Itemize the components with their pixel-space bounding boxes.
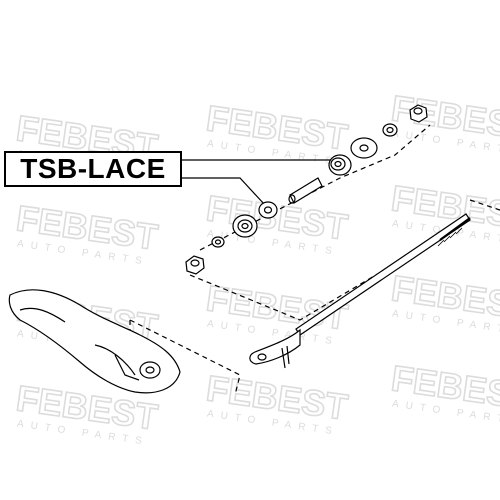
washer-part [258, 201, 278, 219]
bushing-lower [232, 214, 258, 238]
bushing-part [328, 154, 352, 176]
lower-arm-bracket [8, 289, 181, 394]
washer-small-lower [211, 236, 225, 248]
leader-line-washer [182, 177, 266, 206]
dashed-assembly-line [189, 224, 461, 321]
nut-lower [185, 255, 205, 275]
washer-large-top [350, 137, 378, 159]
parts-layer [8, 104, 500, 396]
dashed-assembly-line [129, 319, 241, 396]
part-number-label: TSB-LACE [4, 151, 182, 187]
strut-rod [249, 213, 471, 369]
washer-small-top [382, 123, 398, 137]
sleeve-pin [288, 177, 323, 204]
nut-top-right [409, 104, 428, 123]
